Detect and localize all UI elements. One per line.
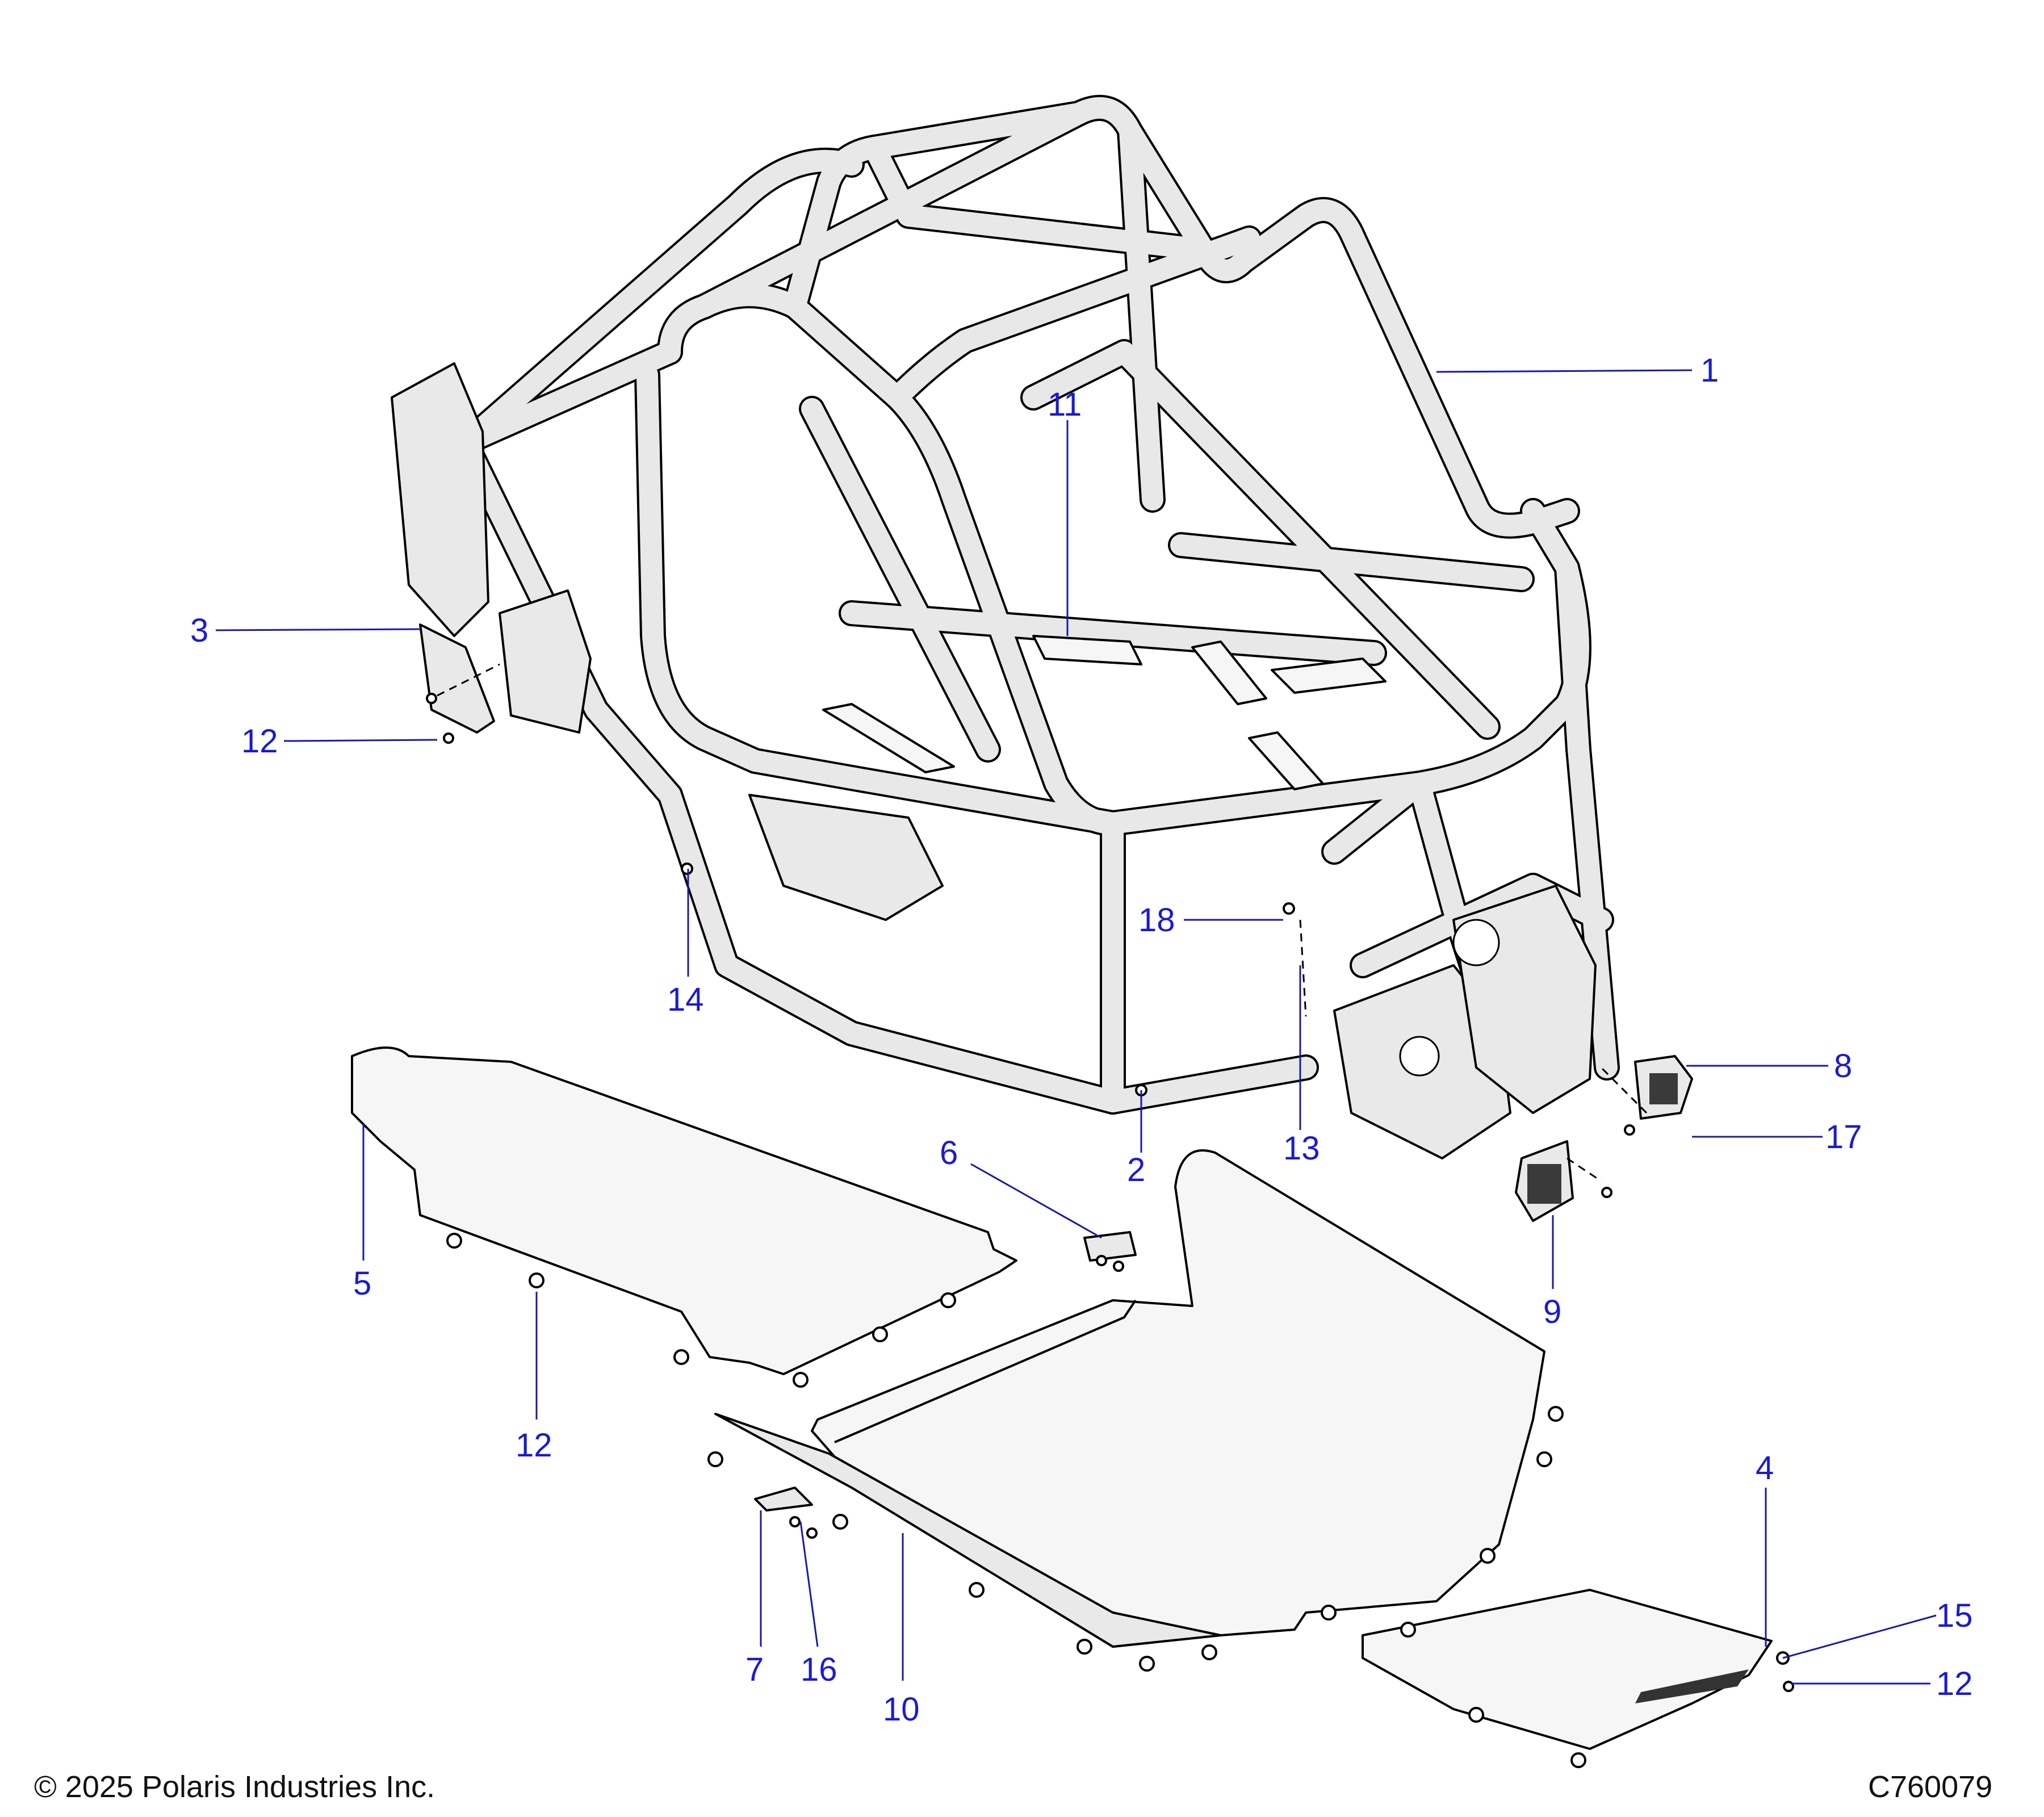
skid-plate-4-vent: [1635, 1669, 1749, 1703]
callout-14: 14: [667, 981, 704, 1018]
assembly-dashed-lines: [437, 663, 1648, 1182]
callout-12-left: 12: [241, 723, 278, 760]
callout-5: 5: [353, 1265, 371, 1302]
bracket-7: [754, 1487, 813, 1512]
callout-10: 10: [883, 1691, 920, 1728]
callout-7: 7: [745, 1651, 764, 1688]
floor-decal-rear: [1191, 640, 1267, 705]
grille-9-mesh: [1527, 1164, 1561, 1204]
callout-11: 11: [1048, 386, 1082, 423]
fastener-3: [426, 693, 437, 704]
callout-18: 18: [1138, 902, 1175, 939]
cage-tubes-fill: [455, 97, 1618, 1112]
skid-plate-10: [811, 1149, 1545, 1648]
rear-side-plate: [391, 362, 489, 637]
callout-13: 13: [1283, 1130, 1320, 1167]
rear-bracket-gusset: [499, 589, 592, 734]
grille-8-mesh: [1649, 1073, 1678, 1104]
callout-2: 2: [1127, 1152, 1145, 1188]
floor-decal-right: [1248, 731, 1324, 790]
front-mount-hole: [1452, 919, 1500, 966]
callout-labels: 1 11 3 12 18 14 8 17 2 13 6 9 5 12 4 15 …: [190, 352, 1973, 1728]
callout-12-middle: 12: [516, 1427, 552, 1464]
skid-plate-4: [1362, 1589, 1773, 1750]
callout-9: 9: [1543, 1293, 1561, 1330]
cage-tubes-outline: [453, 95, 1620, 1115]
leader-lines: [215, 369, 1937, 1685]
skid-plate-5: [351, 1046, 1017, 1375]
copyright-text: © 2025 Polaris Industries Inc.: [34, 1770, 435, 1804]
drawing-id: C760079: [1868, 1770, 1992, 1804]
floor-decal-center: [1032, 635, 1142, 665]
side-gusset-plate: [748, 794, 944, 921]
floor-decal-left: [822, 703, 955, 773]
frame-roll-cage: [391, 95, 1620, 1159]
callout-3: 3: [190, 612, 208, 649]
callout-4: 4: [1756, 1450, 1774, 1487]
bracket-6: [1083, 1231, 1137, 1262]
callout-17: 17: [1825, 1119, 1862, 1155]
skid-plate-10-front-lip: [714, 1413, 1222, 1648]
seat-mount-plate: [1271, 658, 1387, 694]
skid-plate-fasteners: [443, 732, 1794, 1768]
callout-6: 6: [940, 1134, 958, 1171]
callout-1: 1: [1700, 352, 1719, 389]
skid-plate-10-inner-edge: [834, 1299, 1137, 1443]
front-diff-hole: [1399, 1036, 1440, 1077]
callout-8: 8: [1834, 1048, 1852, 1085]
rear-close-off-panel-3: [419, 623, 495, 734]
callout-12-right: 12: [1936, 1665, 1973, 1702]
callout-15: 15: [1936, 1597, 1973, 1634]
callout-16: 16: [801, 1651, 837, 1688]
